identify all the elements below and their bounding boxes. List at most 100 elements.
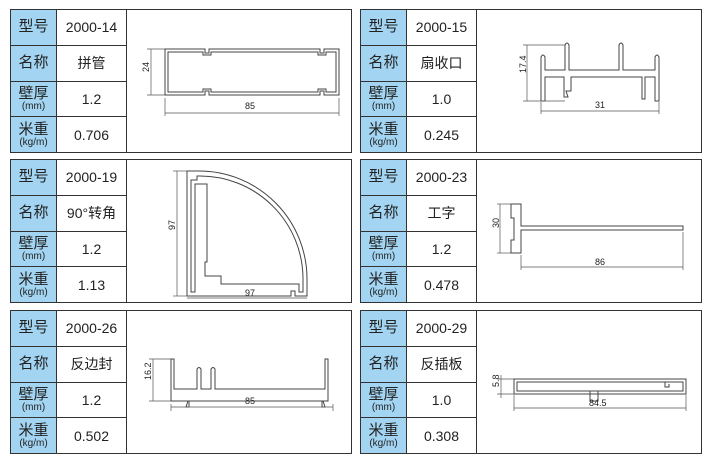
model-value: 2000-19 — [57, 160, 126, 196]
model-value: 2000-14 — [57, 10, 126, 46]
label-text: 壁厚 — [18, 234, 49, 252]
profile-outline — [186, 170, 308, 297]
label-weight: 米重(kg/m) — [11, 267, 56, 302]
wall-value: 1.2 — [407, 232, 476, 268]
model-value: 2000-15 — [407, 10, 476, 46]
label-name: 名称 — [11, 45, 56, 82]
label-text: 名称 — [368, 204, 399, 222]
dim-height: 16.2 — [143, 362, 153, 380]
profile-outline — [664, 382, 670, 388]
model-value: 2000-23 — [407, 160, 476, 196]
label-column: 型号 名称 壁厚(mm) 米重(kg/m) — [361, 160, 407, 302]
profile-drawing: 24 85 — [127, 10, 351, 152]
label-text: 米重 — [368, 421, 399, 439]
label-text: 米重 — [18, 270, 49, 288]
value-column: 2000-15 扇收口 1.0 0.245 — [407, 10, 477, 152]
label-unit: (mm) — [371, 100, 396, 112]
product-card-2000-23: 型号 名称 壁厚(mm) 米重(kg/m) 2000-23 工字 1.2 0.4… — [360, 159, 702, 303]
label-text: 型号 — [368, 18, 399, 36]
name-value: 工字 — [407, 196, 476, 232]
label-model: 型号 — [11, 311, 56, 347]
value-column: 2000-26 反边封 1.2 0.502 — [57, 311, 127, 453]
weight-value: 1.13 — [77, 276, 106, 293]
profile-outline — [513, 378, 687, 395]
label-unit: (kg/m) — [369, 136, 398, 148]
dim-height: 30 — [491, 218, 501, 228]
dim-width: 85 — [245, 101, 255, 111]
label-text: 壁厚 — [368, 234, 399, 252]
label-unit: (kg/m) — [369, 437, 398, 449]
label-unit: (mm) — [21, 250, 46, 262]
product-card-2000-14: 型号 名称 壁厚(mm) 米重(kg/m) 2000-14 拼管 1.2 0.7… — [10, 9, 352, 153]
label-weight: 米重(kg/m) — [361, 117, 406, 152]
label-column: 型号 名称 壁厚(mm) 米重(kg/m) — [11, 10, 57, 152]
weight-value: 0.502 — [73, 427, 110, 444]
profile-svg: 17.431 — [518, 42, 660, 114]
label-text: 壁厚 — [368, 385, 399, 403]
label-text: 米重 — [18, 421, 49, 439]
label-wall: 壁厚(mm) — [11, 231, 56, 268]
label-unit: (kg/m) — [19, 437, 48, 449]
profile-outline — [589, 391, 599, 402]
label-column: 型号 名称 壁厚(mm) 米重(kg/m) — [11, 160, 57, 302]
dim-width: 85 — [245, 396, 255, 406]
wall-value: 1.2 — [57, 383, 126, 419]
label-text: 壁厚 — [18, 84, 49, 102]
label-wall: 壁厚(mm) — [361, 231, 406, 268]
profile-outline — [510, 203, 684, 254]
name-value: 90°转角 — [57, 196, 126, 232]
dim-height: 17.4 — [518, 55, 528, 73]
wall-value: 1.2 — [57, 82, 126, 118]
wall-value: 1.0 — [407, 383, 476, 419]
wall-value: 1.0 — [407, 82, 476, 118]
label-weight: 米重(kg/m) — [361, 267, 406, 302]
profile-drawing: 5.8 84.5 — [477, 311, 701, 453]
dim-height: 97 — [167, 220, 177, 230]
profile-outline — [540, 42, 660, 102]
wall-value: 1.2 — [57, 232, 126, 268]
label-text: 型号 — [18, 319, 49, 337]
name-value: 扇收口 — [407, 46, 476, 82]
value-column: 2000-23 工字 1.2 0.478 — [407, 160, 477, 302]
label-wall: 壁厚(mm) — [11, 81, 56, 118]
label-name: 名称 — [361, 346, 406, 383]
label-model: 型号 — [361, 10, 406, 46]
label-text: 型号 — [18, 168, 49, 186]
label-model: 型号 — [361, 160, 406, 196]
label-weight: 米重(kg/m) — [361, 418, 406, 453]
label-wall: 壁厚(mm) — [11, 382, 56, 419]
name-value: 反插板 — [407, 347, 476, 383]
label-text: 名称 — [18, 204, 49, 222]
value-column: 2000-19 90°转角 1.2 1.13 — [57, 160, 127, 302]
name-value: 拼管 — [57, 46, 126, 82]
label-wall: 壁厚(mm) — [361, 81, 406, 118]
model-value: 2000-26 — [57, 311, 126, 347]
label-unit: (kg/m) — [19, 136, 48, 148]
label-text: 名称 — [18, 54, 49, 72]
profile-outline — [190, 175, 304, 293]
profile-drawing: 16.2 85 — [127, 311, 351, 453]
dim-height: 5.8 — [491, 374, 501, 387]
dim-width: 84.5 — [589, 398, 607, 408]
profile-svg: 24 85 — [141, 48, 340, 116]
label-name: 名称 — [361, 45, 406, 82]
label-weight: 米重(kg/m) — [11, 117, 56, 152]
label-weight: 米重(kg/m) — [11, 418, 56, 453]
product-card-2000-15: 型号 名称 壁厚(mm) 米重(kg/m) 2000-15 扇收口 1.0 0.… — [360, 9, 702, 153]
weight-value: 0.478 — [423, 276, 460, 293]
label-text: 壁厚 — [368, 84, 399, 102]
label-text: 米重 — [368, 120, 399, 138]
weight-value: 0.706 — [73, 126, 110, 143]
label-column: 型号 名称 壁厚(mm) 米重(kg/m) — [361, 311, 407, 453]
value-column: 2000-29 反插板 1.0 0.308 — [407, 311, 477, 453]
label-text: 名称 — [368, 54, 399, 72]
label-unit: (kg/m) — [19, 286, 48, 298]
label-model: 型号 — [361, 311, 406, 347]
dim-height: 24 — [141, 62, 151, 72]
label-name: 名称 — [11, 346, 56, 383]
label-text: 型号 — [368, 168, 399, 186]
